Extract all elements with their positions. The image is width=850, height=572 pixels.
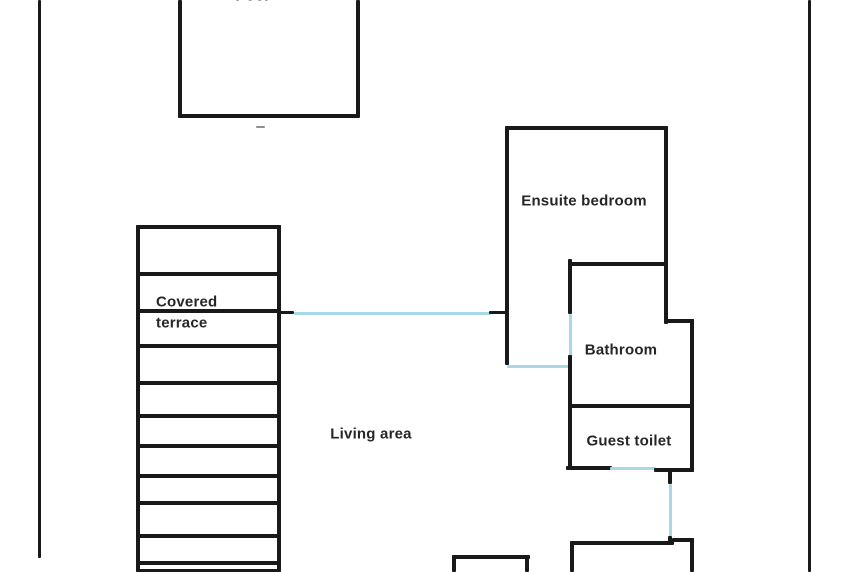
lower-room-wall-right (690, 538, 694, 572)
terrace-board-line-3 (136, 309, 281, 313)
terrace-board-line-8 (136, 474, 281, 478)
pool-wall-left (178, 0, 182, 117)
terrace-board-line-2 (136, 272, 281, 276)
room-label-ensuite-bedroom: Ensuite bedroom (521, 192, 647, 210)
small-room-wall-left (452, 555, 456, 572)
terrace-board-line-7 (136, 444, 281, 448)
guest-toilet-wall-bottom-r (654, 468, 694, 472)
terrace-board-line-9 (136, 501, 281, 505)
guest-toilet-wall-bottom-l (566, 466, 612, 470)
lower-room-wall-top-right (672, 538, 694, 542)
terrace-board-line-10 (136, 534, 281, 538)
terrace-board-line-1 (136, 225, 281, 229)
lower-room-wall-left (570, 541, 574, 572)
terrace-door-jamb-right (489, 311, 507, 314)
terrace-board-line-11 (136, 561, 281, 565)
room-label-covered: Covered (156, 293, 218, 311)
room-label-pool: Pool (235, 0, 268, 5)
bathroom-wall-left-upper (568, 259, 572, 314)
bathroom-wall-left-lower (568, 355, 572, 470)
room-label-terrace: terrace (156, 314, 208, 332)
pool-wall-right (356, 0, 360, 117)
outer-wall-left (38, 0, 41, 558)
terrace-wall-left (136, 225, 140, 572)
guest-toilet-door (610, 467, 656, 470)
ensuite-wall-left (505, 126, 509, 365)
terrace-board-line-6 (136, 414, 281, 418)
bathroom-wall-right (690, 319, 694, 472)
hall-door-jamb-bottom (668, 536, 672, 544)
terrace-board-line-4 (136, 344, 281, 348)
bathroom-door-left (569, 314, 572, 357)
terrace-wall-right (277, 225, 281, 572)
room-label-living-area: Living area (330, 425, 412, 443)
hall-door (669, 484, 672, 537)
lower-room-wall-top-left (570, 541, 674, 545)
hall-door-jamb-top (668, 470, 672, 484)
ensuite-bathroom-door (507, 365, 569, 368)
outer-wall-right (808, 0, 811, 572)
pool-small-mark (256, 126, 265, 128)
bathroom-wall-nook-top (664, 319, 694, 323)
bathroom-wall-top (568, 262, 668, 266)
terrace-board-line-5 (136, 381, 281, 385)
ensuite-wall-right (664, 126, 668, 324)
small-room-wall-right (525, 555, 529, 572)
guest-toilet-wall-top (568, 404, 694, 408)
terrace-living-door (294, 312, 491, 315)
terrace-door-jamb-left (279, 311, 294, 314)
small-room-wall-top (452, 555, 530, 559)
pool-wall-bottom (178, 114, 360, 118)
terrace-board-line-12 (136, 569, 281, 572)
ensuite-wall-top (505, 126, 668, 130)
room-label-guest-toilet: Guest toilet (586, 432, 672, 450)
room-label-bathroom: Bathroom (584, 341, 658, 359)
